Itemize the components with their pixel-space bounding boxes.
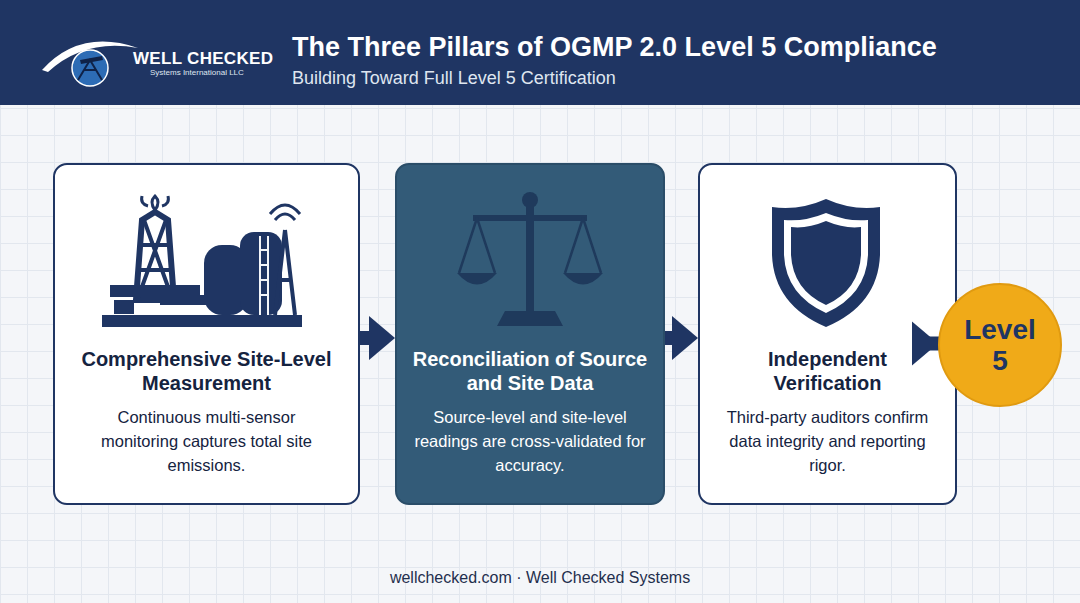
node-body: Source-level and site-level readings are… [397, 405, 663, 477]
logo-subtext: Systems International LLC [150, 68, 244, 77]
subtitle: Building Toward Full Level 5 Certificati… [292, 68, 616, 89]
scales-icon [455, 188, 605, 333]
flow-arrow [360, 316, 395, 360]
node-heading: Reconciliation of Source and Site Data [397, 347, 663, 395]
node-body: Third-party auditors confirm data integr… [700, 405, 955, 477]
logo-text: WELL CHECKED [133, 49, 273, 69]
title: The Three Pillars of OGMP 2.0 Level 5 Co… [292, 32, 1072, 63]
pillar-card: Comprehensive Site-Level MeasurementCont… [53, 163, 360, 505]
node-heading: Independent Verification [700, 347, 955, 395]
footer-text: wellchecked.com · Well Checked Systems [0, 569, 1080, 587]
facility-icon [100, 190, 305, 335]
node-heading: Comprehensive Site-Level Measurement [55, 347, 358, 395]
level-badge: Level 5 [938, 283, 1062, 407]
node-body: Continuous multi-sensor monitoring captu… [55, 405, 358, 477]
shield-icon [768, 195, 884, 330]
logo-mark [40, 30, 140, 90]
node-heading: Level 5 [960, 314, 1040, 376]
flow-arrow [665, 316, 698, 360]
